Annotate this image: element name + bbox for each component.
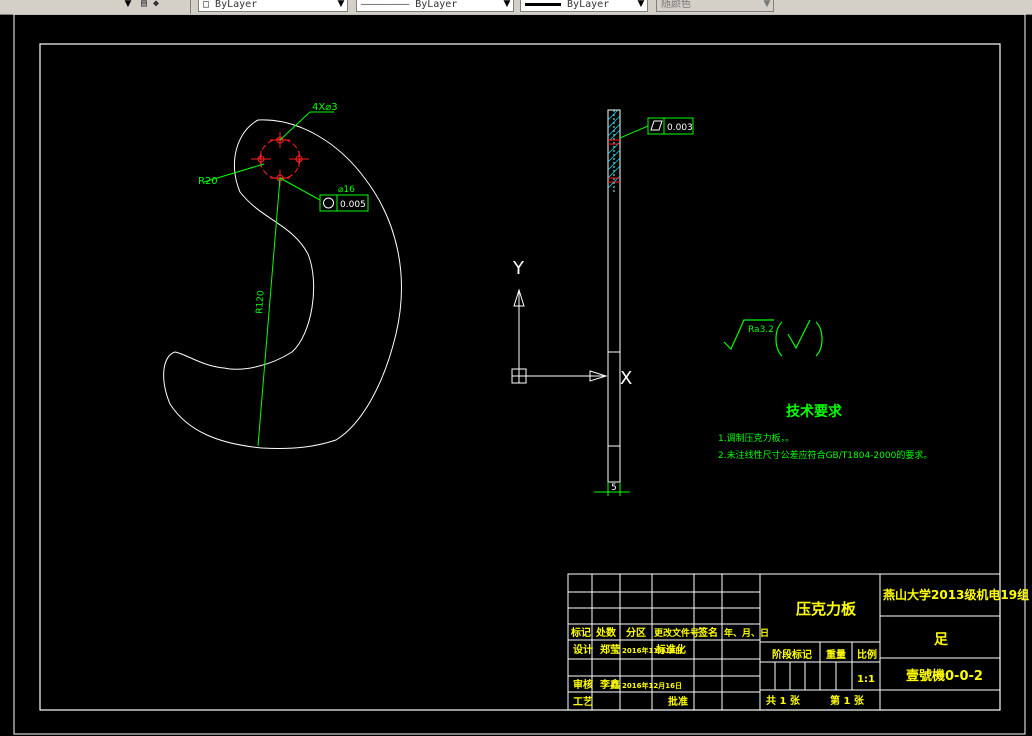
tb-sheet-no: 第 1 张 [830,694,865,707]
tb-weight-label: 重量 [826,648,846,661]
tb-scale-value: 1:1 [857,674,875,685]
concentricity-icon [323,197,334,209]
roughness-value: Ra3.2 [748,325,774,335]
tb-approve-label: 批准 [668,695,688,708]
color-value: ByLayer [215,0,258,10]
tb-hdr-sign: 签名 [697,626,718,639]
tb-code: 壹號機0-0-2 [906,668,983,684]
drawing-canvas[interactable]: 4X⌀3 R20 ⌀16 0.005 R120 0.003 5 [0,14,1032,736]
position-tol-value: 0.005 [340,200,366,210]
lineweight-value: ByLayer [567,0,610,10]
tb-reviewer: 李鑫 [599,678,620,691]
tb-scale-label: 比例 [857,648,877,661]
tech-req-line-2: 2.未注线性尺寸公差应符合GB/T1804-2000的要求。 [718,449,932,461]
dimensions [203,111,334,447]
dim-thickness-label: 5 [611,483,617,493]
flatness-icon [650,120,663,131]
tb-part-name: 压克力板 [796,600,857,618]
side-view[interactable] [607,109,621,483]
flatness-tol-value: 0.003 [667,123,693,133]
layer-states-icon[interactable]: ▤ ◆ [137,0,177,12]
dim-holes-label: 4X⌀3 [312,102,338,113]
ucs-icon [511,288,608,384]
tech-req-line-1: 1.调制压克力板，。 [718,432,794,444]
chevron-down-icon[interactable]: ▼ [337,0,345,9]
chevron-down-icon[interactable]: ▼ [763,0,771,9]
dropdown-arrow-icon[interactable]: ▼ [124,0,132,9]
hole-pattern[interactable] [251,132,309,186]
tb-hdr-zone: 分区 [626,626,646,639]
dim-phi16-label: ⌀16 [338,185,355,195]
tb-process-label: 工艺 [573,695,593,708]
plotstyle-control[interactable]: 随颜色 [656,0,774,12]
tb-std-label: 标准化 [655,643,686,656]
position-tolerance-frame: 0.005 [319,194,369,212]
dim-r20-label: R20 [198,176,218,187]
title-block [567,573,1001,711]
tb-hdr-docno: 更改文件号 [654,627,699,639]
roughness-symbol [723,319,823,357]
plotstyle-value: 随颜色 [661,0,691,10]
flatness-tolerance-frame: 0.003 [619,117,694,139]
tb-hdr-date: 年、月、日 [724,627,769,639]
chevron-down-icon[interactable]: ▼ [637,0,645,9]
color-control[interactable]: □ ByLayer [198,0,348,12]
dim-r120-label: R120 [255,290,267,314]
tb-designer: 郑莹 [600,643,620,656]
part-outline[interactable] [163,119,402,449]
tb-hdr-mark: 标记 [570,626,591,639]
tb-item: 足 [934,632,949,648]
thickness-dimension [594,482,630,496]
tb-sheets-total: 共 1 张 [766,694,801,707]
tb-hdr-count: 处数 [595,626,617,639]
tb-design-date: 2016年11月18日 [622,646,682,655]
linetype-value: ByLayer [415,0,458,10]
tech-req-title: 技术要求 [786,403,843,420]
properties-toolbar: ▼ ▤ ◆ □ ByLayer ▼ ———————— ByLayer ▼ ByL… [0,0,1032,15]
tb-school: 燕山大学2013级机电19组 [883,587,1029,602]
ucs-y-label: Y [512,258,525,279]
tb-design-label: 设计 [573,643,593,656]
chevron-down-icon[interactable]: ▼ [503,0,511,9]
section-hatch [607,109,621,189]
linetype-control[interactable]: ———————— ByLayer [356,0,514,12]
ucs-x-label: X [620,368,632,389]
section-holes [608,139,620,183]
sheet-inner-border [39,43,1001,711]
tb-review-label: 审核 [573,678,593,691]
lineweight-control[interactable]: ByLayer [520,0,648,12]
tb-stage-label: 阶段标记 [772,648,812,661]
sheet-outer-border [13,14,1026,735]
tb-review-date: 2016年12月16日 [622,681,682,690]
